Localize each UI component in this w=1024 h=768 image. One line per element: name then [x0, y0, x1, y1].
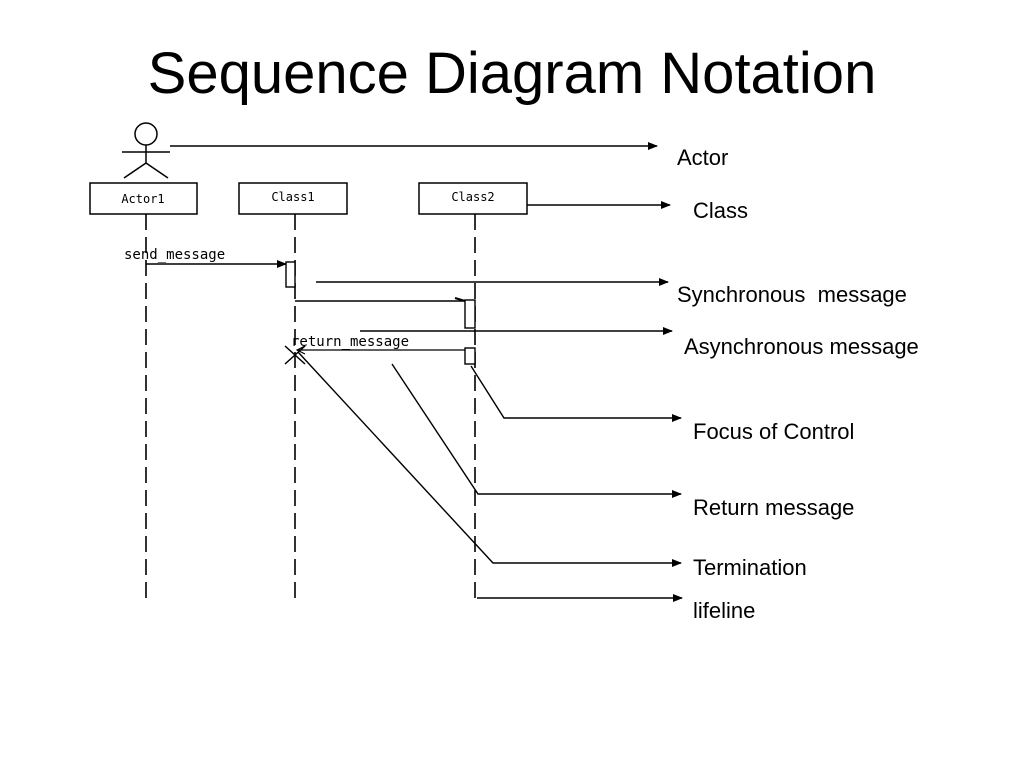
- participant-box-class2: Class2: [418, 182, 528, 215]
- participant-label: Class1: [271, 190, 314, 204]
- label-class: Class: [693, 198, 748, 223]
- label-lifeline: lifeline: [693, 598, 755, 623]
- participant-box-actor1: Actor1: [89, 182, 198, 215]
- participant-label: Actor1: [121, 192, 164, 206]
- slide-title: Sequence Diagram Notation: [147, 41, 877, 106]
- return-message-label: return_message: [291, 334, 409, 350]
- send-message-label: send_message: [124, 247, 225, 263]
- callout-focus-line: [470, 365, 682, 422]
- label-return-message: Return message: [693, 495, 854, 520]
- activation-bar-class1: [285, 261, 296, 288]
- activation-bar-class2-2: [464, 347, 476, 365]
- label-actor: Actor: [677, 145, 728, 170]
- participant-label: Class2: [451, 190, 494, 204]
- participant-box-class1: Class1: [238, 182, 348, 215]
- termination-x-icon: [284, 345, 306, 365]
- async-message-half-head: [454, 297, 466, 302]
- label-asynchronous-message: Asynchronous message: [684, 334, 919, 359]
- label-focus-of-control: Focus of Control: [693, 419, 854, 444]
- actor-figure-icon: [122, 122, 170, 179]
- label-termination: Termination: [693, 555, 807, 580]
- label-synchronous-message: Synchronous message: [677, 282, 907, 307]
- activation-bar-class2-1: [464, 299, 476, 329]
- callout-return-line: [391, 363, 682, 498]
- callout-termination-line: [297, 351, 682, 567]
